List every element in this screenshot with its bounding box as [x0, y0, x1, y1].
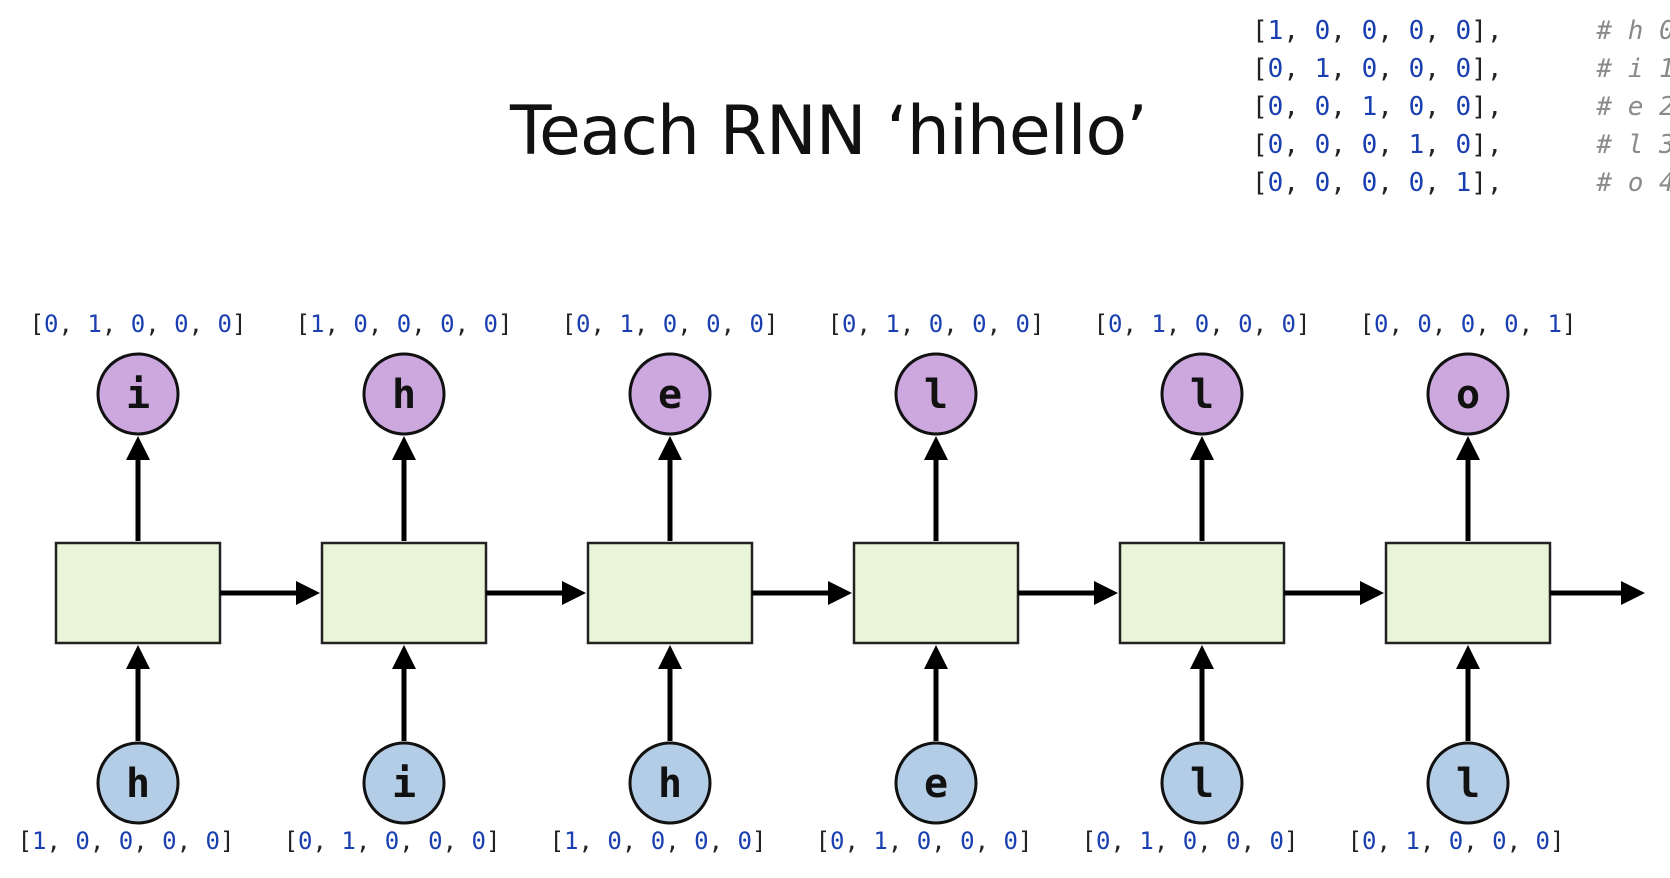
- rnn-cell: [1118, 541, 1286, 645]
- input-node: [1160, 741, 1244, 825]
- input-node: [894, 741, 978, 825]
- input-vector: [0, 1, 0, 0, 0]: [284, 827, 501, 855]
- legend-row: [0, 0, 0, 1, 0], # l 3: [1252, 126, 1670, 164]
- output-arrow-head: [658, 436, 682, 460]
- input-char: h: [658, 761, 682, 807]
- legend-row: [1, 0, 0, 0, 0], # h 0: [1252, 12, 1670, 50]
- input-node: [1426, 741, 1510, 825]
- output-node: [96, 352, 180, 436]
- legend-row: [0, 1, 0, 0, 0], # i 1: [1252, 50, 1670, 88]
- output-vector: [0, 1, 0, 0, 0]: [30, 310, 247, 338]
- input-char: l: [1190, 761, 1214, 807]
- one-hot-legend: [1, 0, 0, 0, 0], # h 0[0, 1, 0, 0, 0], #…: [1252, 12, 1670, 202]
- output-vector: [0, 1, 0, 0, 0]: [828, 310, 1045, 338]
- input-vector: [0, 1, 0, 0, 0]: [816, 827, 1033, 855]
- input-vector: [1, 0, 0, 0, 0]: [550, 827, 767, 855]
- legend-comment: # o 4: [1596, 168, 1670, 198]
- input-vector: [0, 1, 0, 0, 0]: [1082, 827, 1299, 855]
- legend-comment: # l 3: [1596, 130, 1670, 160]
- input-char: h: [126, 761, 150, 807]
- output-vector: [1, 0, 0, 0, 0]: [296, 310, 513, 338]
- output-char: h: [392, 372, 416, 418]
- rnn-cell: [320, 541, 488, 645]
- output-vector: [0, 0, 0, 0, 1]: [1360, 310, 1577, 338]
- legend-comment: # h 0: [1596, 16, 1670, 46]
- input-arrow-head: [1190, 645, 1214, 669]
- rnn-cell: [1384, 541, 1552, 645]
- output-char: l: [924, 372, 948, 418]
- rnn-cell: [586, 541, 754, 645]
- input-arrow-head: [658, 645, 682, 669]
- output-node: [628, 352, 712, 436]
- output-arrow-head: [1456, 436, 1480, 460]
- rnn-cell: [54, 541, 222, 645]
- input-node: [96, 741, 180, 825]
- legend-comment: # i 1: [1596, 54, 1670, 84]
- input-char: l: [1456, 761, 1480, 807]
- input-arrow-head: [126, 645, 150, 669]
- input-arrow-head: [392, 645, 416, 669]
- recurrent-arrow-head: [1094, 581, 1118, 605]
- page-title: Teach RNN ‘hihello’: [510, 92, 1148, 171]
- input-arrow-head: [1456, 645, 1480, 669]
- input-node: [628, 741, 712, 825]
- output-char: o: [1456, 372, 1480, 418]
- output-char: l: [1190, 372, 1214, 418]
- output-char: e: [658, 372, 682, 418]
- input-vector: [1, 0, 0, 0, 0]: [18, 827, 235, 855]
- recurrent-arrow-head: [1621, 581, 1645, 605]
- output-arrow-head: [1190, 436, 1214, 460]
- input-vector: [0, 1, 0, 0, 0]: [1348, 827, 1565, 855]
- legend-comment: # e 2: [1596, 92, 1670, 122]
- legend-row: [0, 0, 0, 0, 1], # o 4: [1252, 164, 1670, 202]
- input-arrow-head: [924, 645, 948, 669]
- legend-row: [0, 0, 1, 0, 0], # e 2: [1252, 88, 1670, 126]
- output-arrow-head: [126, 436, 150, 460]
- output-vector: [0, 1, 0, 0, 0]: [1094, 310, 1311, 338]
- recurrent-arrow-head: [1360, 581, 1384, 605]
- output-node: [894, 352, 978, 436]
- input-node: [362, 741, 446, 825]
- output-node: [362, 352, 446, 436]
- output-arrow-head: [392, 436, 416, 460]
- input-char: e: [924, 761, 948, 807]
- recurrent-arrow-head: [562, 581, 586, 605]
- output-vector: [0, 1, 0, 0, 0]: [562, 310, 779, 338]
- rnn-cell: [852, 541, 1020, 645]
- recurrent-arrow-head: [296, 581, 320, 605]
- input-char: i: [392, 761, 416, 807]
- recurrent-arrow-head: [828, 581, 852, 605]
- output-char: i: [126, 372, 150, 418]
- output-node: [1160, 352, 1244, 436]
- output-arrow-head: [924, 436, 948, 460]
- output-node: [1426, 352, 1510, 436]
